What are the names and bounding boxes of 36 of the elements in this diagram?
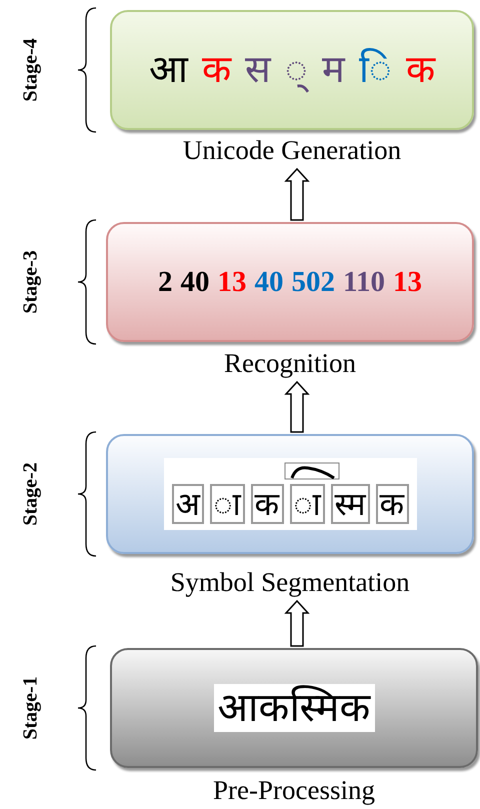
segmented-symbol: अ bbox=[172, 484, 204, 524]
segmented-symbol: ा bbox=[210, 484, 244, 524]
scanned-word: आकस्मिक bbox=[214, 684, 374, 732]
stage-label: Stage-4 bbox=[20, 38, 40, 102]
block-arrow bbox=[284, 600, 310, 647]
symbol-code: 40 bbox=[254, 264, 284, 300]
segmented-symbol: क bbox=[250, 484, 284, 524]
segmentation-stage-box bbox=[106, 434, 474, 554]
symbol-code: 40 bbox=[180, 264, 210, 300]
symbol-code: 110 bbox=[343, 264, 385, 300]
segmented-symbol: स्म bbox=[330, 484, 370, 524]
stage-label: Stage-2 bbox=[20, 462, 40, 526]
devanagari-character: म bbox=[322, 47, 345, 93]
devanagari-character: क bbox=[406, 47, 435, 93]
devanagari-character: आ bbox=[149, 47, 188, 93]
stage-caption: Symbol Segmentation bbox=[169, 569, 411, 596]
symbol-code: 13 bbox=[218, 264, 247, 300]
block-arrow bbox=[284, 168, 310, 221]
stage-caption: Unicode Generation bbox=[182, 137, 402, 164]
symbol-code: 2 bbox=[158, 264, 173, 300]
devanagari-character: ◌ि bbox=[359, 47, 392, 93]
preprocessing-stage-box bbox=[110, 648, 478, 768]
symbol-code: 502 bbox=[292, 264, 336, 300]
generation-stage-box bbox=[110, 10, 474, 130]
stage-label: Stage-1 bbox=[20, 676, 40, 740]
devanagari-character: क bbox=[202, 47, 231, 93]
segmented-symbol: क bbox=[376, 484, 408, 524]
segmented-symbol: ा bbox=[290, 484, 324, 524]
devanagari-character: स bbox=[245, 47, 271, 93]
block-arrow bbox=[284, 380, 310, 433]
stage-caption: Recognition bbox=[223, 350, 357, 377]
devanagari-character: ◌् bbox=[285, 47, 308, 93]
stage-caption: Pre-Processing bbox=[212, 777, 376, 804]
symbol-code: 13 bbox=[392, 264, 422, 300]
recognition-stage-box bbox=[106, 222, 474, 342]
stage-label: Stage-3 bbox=[20, 250, 40, 314]
